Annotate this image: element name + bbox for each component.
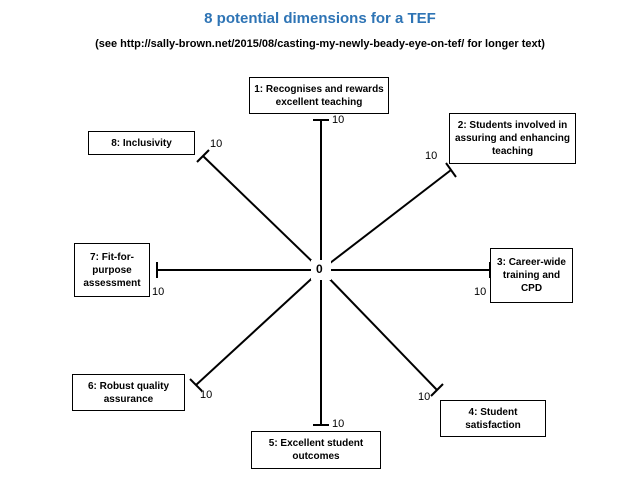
axis-6-line (195, 269, 322, 386)
axis-4-scale-label: 10 (418, 391, 431, 403)
dimension-box-1: 1: Recognises and rewards excellent teac… (249, 77, 389, 114)
axis-5-scale-label: 10 (332, 418, 345, 430)
axis-3-scale-label: 10 (474, 286, 487, 298)
axis-8-scale-label: 10 (210, 138, 223, 150)
origin-mask (311, 260, 331, 280)
dimension-box-2: 2: Students involved in assuring and enh… (449, 113, 576, 164)
axis-4-line (320, 269, 438, 391)
diagram-title: 8 potential dimensions for a TEF (204, 10, 436, 27)
dimension-label-2: 2: Students involved in assuring and enh… (454, 120, 571, 157)
dimension-box-3: 3: Career-wide training and CPD (490, 248, 573, 303)
dimension-label-6: 6: Robust quality assurance (87, 380, 170, 405)
dimension-box-6: 6: Robust quality assurance (72, 374, 185, 411)
axis-4-end-tick (430, 383, 444, 397)
dimension-box-7: 7: Fit-for-purpose assessment (74, 243, 150, 297)
dimension-label-7: 7: Fit-for-purpose assessment (83, 251, 141, 289)
dimension-box-4: 4: Student satisfaction (440, 400, 546, 437)
dimension-label-4: 4: Student satisfaction (465, 406, 521, 431)
axis-6-scale-label: 10 (200, 389, 213, 401)
dimension-label-3: 3: Career-wide training and CPD (497, 257, 566, 294)
axis-6-end-tick (189, 378, 203, 392)
axis-2-end-tick (445, 162, 457, 178)
dimension-label-5: 5: Excellent student outcomes (268, 438, 364, 462)
dimension-label-1: 1: Recognises and rewards excellent teac… (254, 83, 384, 108)
axis-1-scale-label: 10 (332, 114, 345, 126)
dimension-box-5: 5: Excellent student outcomes (251, 431, 381, 469)
axis-8-line (202, 155, 322, 271)
axis-2-line (320, 169, 452, 271)
dimension-box-8: 8: Inclusivity (88, 131, 195, 155)
diagram-subtitle: (see http://sally-brown.net/2015/08/cast… (95, 38, 545, 50)
dimension-label-8: 8: Inclusivity (111, 137, 172, 149)
axis-8-end-tick (196, 149, 210, 163)
axis-7-scale-label: 10 (152, 286, 165, 298)
origin-label: 0 (316, 262, 323, 276)
axis-2-scale-label: 10 (425, 150, 438, 162)
